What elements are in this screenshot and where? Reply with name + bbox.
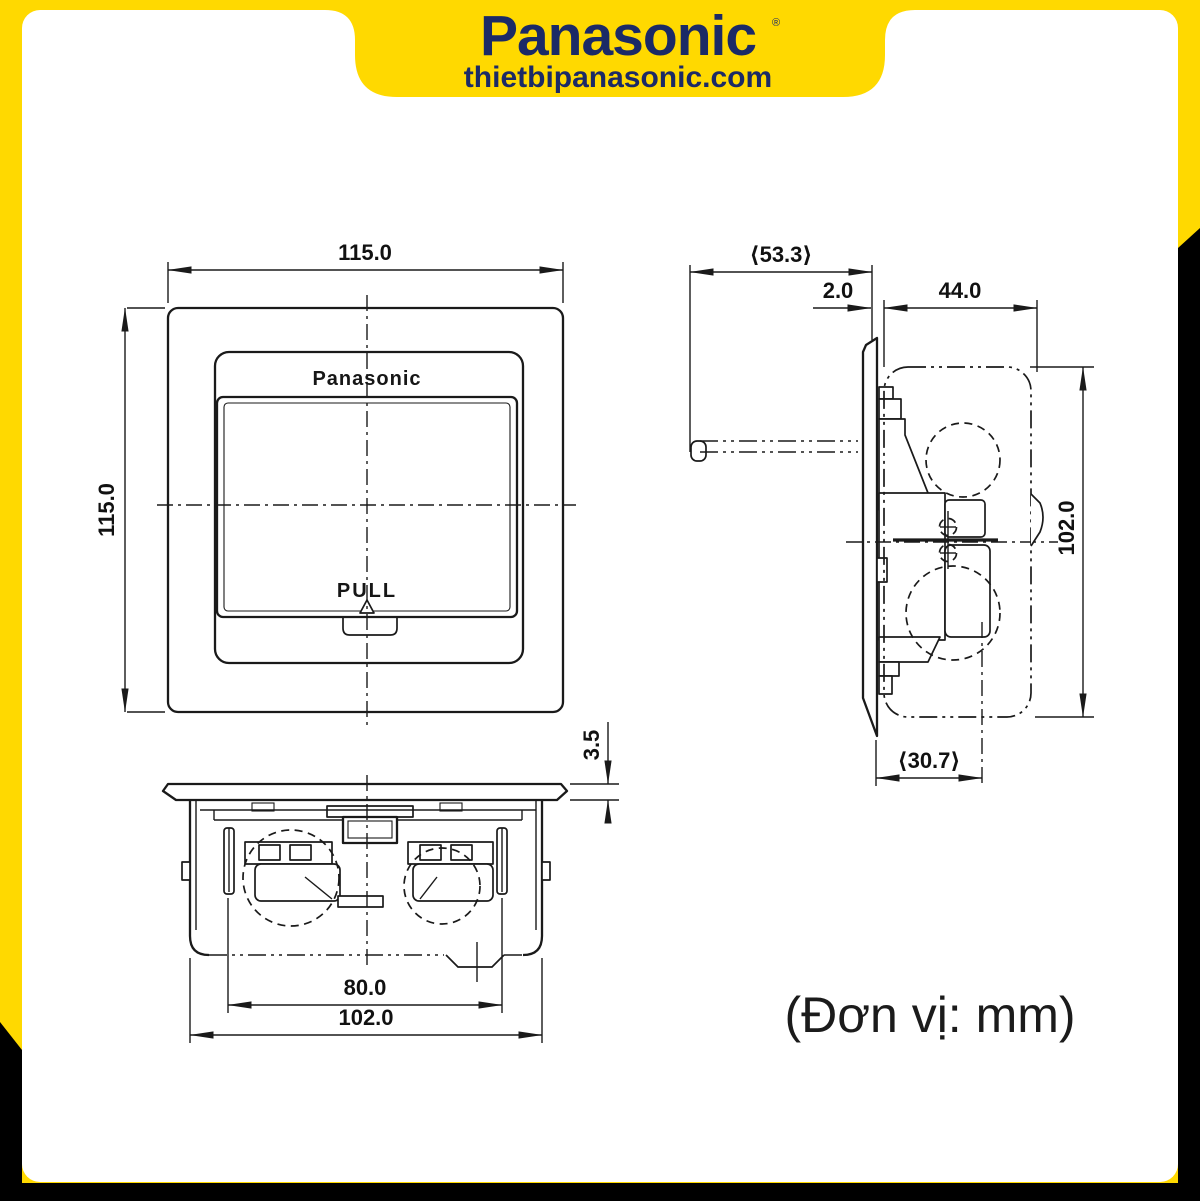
bottom-body-width-dimension: 102.0 — [189, 958, 543, 1043]
pull-text: PULL — [337, 580, 397, 602]
panasonic-logo: Panasonic — [480, 4, 756, 68]
side-faceplate — [861, 336, 879, 738]
side-body-width-label: ⟨30.7⟩ — [898, 748, 961, 773]
front-height-label: 115.0 — [94, 483, 119, 537]
bottom-screw-pitch-dimension: 80.0 — [227, 898, 503, 1013]
front-width-dimension: 115.0 — [167, 240, 564, 303]
side-embed-depth-label: 44.0 — [939, 278, 982, 303]
front-width-label: 115.0 — [338, 240, 392, 265]
right-socket-circle — [403, 847, 481, 925]
box-clamp-lug — [1030, 493, 1044, 547]
left-socket-circle — [242, 829, 340, 927]
side-mechanism — [876, 386, 991, 695]
opened-lid-phantom — [690, 440, 858, 462]
side-box-height-dimension: 102.0 — [1030, 366, 1094, 718]
right-socket-assembly — [407, 841, 494, 902]
device-brand-text: Panasonic — [312, 368, 421, 390]
bottom-body-width-label: 102.0 — [338, 1005, 393, 1030]
pull-tab — [342, 617, 398, 636]
mounting-screws — [938, 511, 958, 569]
frame-black-bottom — [0, 1183, 1200, 1201]
upper-socket-circle — [925, 422, 1001, 498]
center-tab — [337, 895, 384, 908]
lower-socket-circle — [905, 565, 1001, 661]
side-embed-depth-dimension: 44.0 — [883, 278, 1038, 372]
registered-mark: ® — [772, 17, 780, 29]
side-plate-offset-label: 2.0 — [823, 278, 854, 303]
bottom-screw-pitch-label: 80.0 — [344, 975, 387, 1000]
front-height-dimension: 115.0 — [94, 307, 165, 713]
side-view: ⟨53.3⟩ 2.0 44.0 — [689, 242, 1094, 786]
brand-badge — [325, 10, 915, 97]
side-plate-offset-dimension: 2.0 — [813, 278, 872, 312]
bottom-view: 3.5 80.0 102.0 — [161, 722, 619, 1043]
side-open-depth-dimension: ⟨53.3⟩ — [689, 242, 873, 452]
website-text: thietbipanasonic.com — [464, 61, 772, 94]
left-socket-assembly — [244, 841, 341, 902]
bottom-plate-thickness-label: 3.5 — [579, 730, 604, 761]
side-box-height-label: 102.0 — [1054, 500, 1079, 555]
side-body-width-dimension: ⟨30.7⟩ — [875, 622, 983, 786]
bottom-edge — [209, 942, 523, 982]
frame-black-right — [1178, 228, 1200, 1201]
side-open-depth-label: ⟨53.3⟩ — [750, 242, 813, 267]
bottom-plate-thickness-dimension: 3.5 — [570, 722, 619, 824]
frame-black-left — [0, 1022, 22, 1201]
latch-block — [326, 805, 414, 845]
bottom-casing — [181, 800, 551, 957]
bottom-faceplate — [161, 782, 569, 802]
mounting-pins — [223, 827, 508, 895]
unit-note: (Đơn vị: mm) — [784, 987, 1075, 1043]
front-view: 115.0 115.0 Panasonic PULL — [94, 240, 576, 728]
